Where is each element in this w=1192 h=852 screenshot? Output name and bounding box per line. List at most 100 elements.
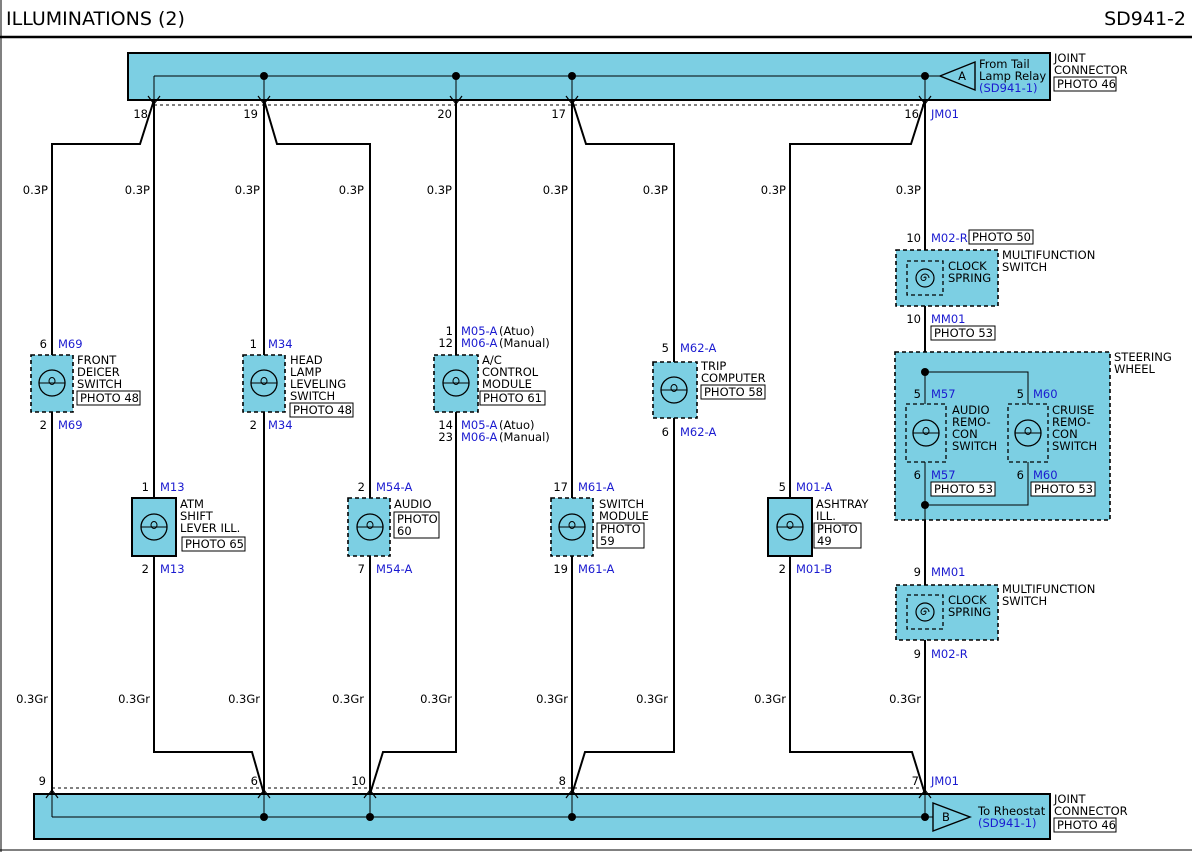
page-id: SD941-2	[1104, 8, 1186, 30]
pin-number: 5	[779, 480, 786, 494]
top-pin-label: 16	[904, 107, 919, 121]
connector-id: M60	[1033, 468, 1058, 482]
component-label: COMPUTER	[701, 371, 766, 385]
splice-dot	[921, 813, 929, 821]
pin-number: 1	[142, 480, 149, 494]
component-label: TRIP	[700, 359, 726, 373]
wire-ashtray-upper	[789, 99, 926, 498]
audio: 2 M54-A AUDIO PHOTO 60 7 M54-A	[347, 480, 440, 576]
connector-id: M61-A	[578, 480, 614, 494]
source-ref: (SD941-1)	[979, 81, 1038, 95]
wire-gauge-label: 0.3P	[125, 183, 150, 197]
component-label: LEVER ILL.	[180, 521, 240, 535]
connector-id: MM01	[931, 312, 965, 326]
wire-gauge-label: 0.3P	[427, 183, 452, 197]
component-label: SWITCH	[599, 497, 644, 511]
photo-ref: PHOTO 48	[80, 391, 139, 405]
component-label: CLOCK	[948, 593, 987, 607]
wire-gauge-label: 0.3P	[235, 183, 260, 197]
photo-ref: PHOTO 58	[704, 385, 763, 399]
connector-id: M06-A	[461, 430, 497, 444]
dest-line1: To Rheostat	[977, 804, 1046, 818]
component-label: CON	[1052, 427, 1078, 441]
source-line2: Lamp Relay	[979, 69, 1046, 83]
source-letter: A	[958, 69, 966, 83]
connector-id: M01-B	[796, 562, 832, 576]
pin-number: 19	[553, 562, 568, 576]
pin-number: 2	[250, 418, 257, 432]
pin-number: 10	[906, 231, 921, 245]
wire-ac-lower	[369, 412, 457, 795]
top-pin-label: 18	[133, 107, 148, 121]
wire-gauge-label: 0.3P	[543, 183, 568, 197]
component-label: SPRING	[948, 271, 991, 285]
component-label: SHIFT	[180, 509, 214, 523]
pin-number: 5	[662, 341, 669, 355]
pin-number: 7	[358, 562, 365, 576]
pin-number: 5	[1017, 387, 1024, 401]
atm-shift-lever-ill: 1 M13 ATM SHIFT LEVER ILL. PHOTO 65 2 M1…	[131, 480, 246, 576]
top-joint-label2: CONNECTOR	[1054, 63, 1128, 77]
top-pin-label: 17	[551, 107, 566, 121]
splice-dot	[568, 813, 576, 821]
wire-gauge-label: 0.3Gr	[889, 692, 921, 706]
bottom-joint-label2: CONNECTOR	[1054, 804, 1128, 818]
photo-ref: PHOTO 61	[483, 391, 542, 405]
photo-ref: 60	[397, 524, 412, 538]
clock-spring-top: 10 M02-R PHOTO 50 CLOCK SPRING MULTIFUNC…	[895, 229, 1095, 341]
source-line1: From Tail	[979, 57, 1030, 71]
wire-trip-upper	[571, 99, 675, 362]
pin-number: 10	[906, 312, 921, 326]
splice-dot	[366, 813, 374, 821]
component-label: SWITCH	[952, 439, 997, 453]
photo-ref: PHOTO 65	[185, 537, 244, 551]
clock-spring-bottom: 9 MM01 CLOCK SPRING MULTIFUNCTION SWITCH…	[895, 565, 1095, 661]
connector-id: M54-A	[376, 480, 412, 494]
pin-number: 2	[779, 562, 786, 576]
photo-ref: PHOTO 48	[293, 403, 352, 417]
splice-dot	[260, 813, 268, 821]
top-pin-label: 20	[437, 107, 452, 121]
connector-id: M06-A	[461, 336, 497, 350]
component-label: SWITCH	[77, 377, 122, 391]
component-label: ASHTRAY	[816, 497, 869, 511]
component-label: SWITCH	[290, 389, 335, 403]
bottom-pin-label: 7	[912, 774, 919, 788]
trip-computer: 5 M62-A TRIP COMPUTER PHOTO 58 6 M62-A	[652, 341, 766, 439]
component-label: ATM	[180, 497, 204, 511]
pin-number: 2	[40, 418, 47, 432]
wire-labels-lower: 0.3Gr 0.3Gr 0.3Gr 0.3Gr 0.3Gr 0.3Gr 0.3G…	[16, 692, 921, 706]
connector-id: M60	[1033, 387, 1058, 401]
connector-id: M34	[268, 337, 293, 351]
pin-number: 9	[914, 647, 921, 661]
photo-ref: PHOTO 53	[1034, 482, 1093, 496]
connector-id: M05-A	[461, 324, 497, 338]
pin-number: 2	[358, 480, 365, 494]
switch-module: 17 M61-A SWITCH MODULE PHOTO 59 19 M61-A	[550, 480, 649, 576]
wire-gauge-label: 0.3P	[761, 183, 786, 197]
component-label: MULTIFUNCTION	[1002, 582, 1095, 596]
pin-number: 6	[662, 425, 669, 439]
splice-dot	[921, 72, 929, 80]
variant-note: (Atuo)	[499, 324, 534, 338]
top-joint-photo: PHOTO 46	[1057, 77, 1116, 91]
component-label: SWITCH	[1002, 594, 1047, 608]
source-arrow-icon	[938, 60, 976, 92]
bottom-pin-label: 8	[559, 774, 566, 788]
wire-gauge-label: 0.3Gr	[118, 692, 150, 706]
pin-number: 1	[446, 324, 453, 338]
connector-id: MM01	[931, 565, 965, 579]
connector-id: M13	[160, 480, 185, 494]
bottom-pin-label: 10	[351, 774, 366, 788]
component-label: AUDIO	[394, 497, 432, 511]
photo-ref: PHOTO	[397, 512, 438, 526]
wire-gauge-label: 0.3P	[23, 183, 48, 197]
connector-id: M02-R	[931, 231, 968, 245]
connector-id: M54-A	[376, 562, 412, 576]
audio-remocon-switch: 5 M57 AUDIO REMO- CON SWITCH 6 M57 PHOTO…	[905, 387, 997, 497]
photo-ref: PHOTO 53	[934, 482, 993, 496]
component-label: WHEEL	[1114, 362, 1156, 376]
component-label: SPRING	[948, 605, 991, 619]
splice-dot	[260, 72, 268, 80]
